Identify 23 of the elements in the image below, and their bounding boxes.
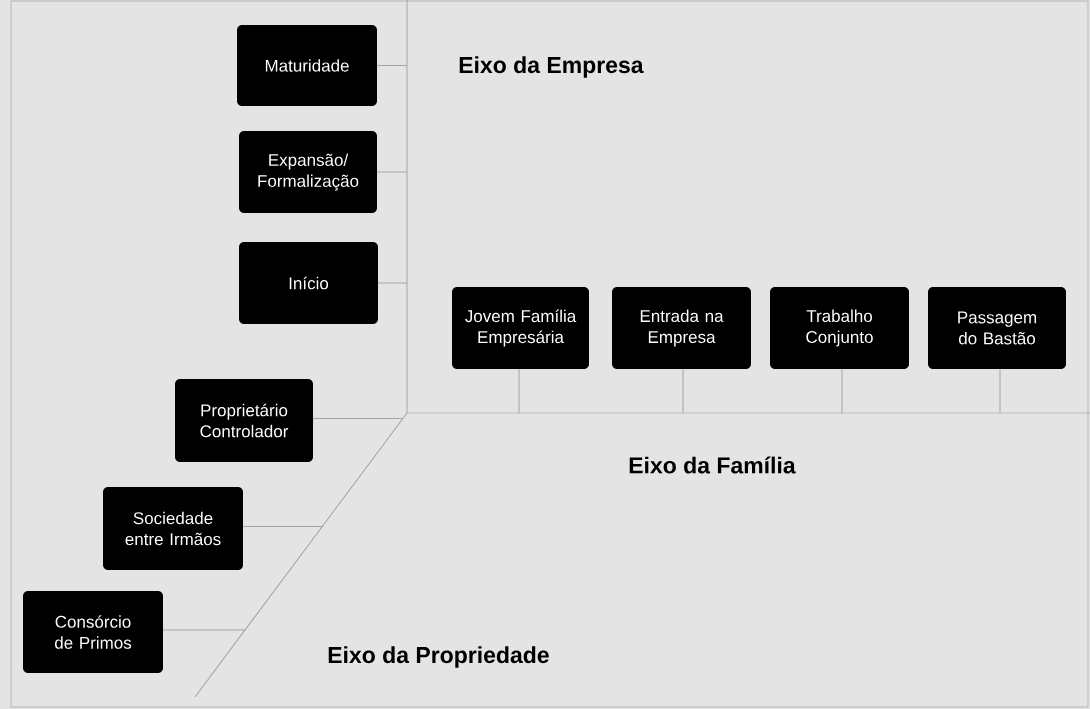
stage-box: Sociedade entre Irmãos [103,487,243,570]
stage-box: Trabalho Conjunto [770,287,909,369]
stage-box: Início [239,242,378,324]
tick-line [841,368,843,414]
tick-line [377,282,408,284]
tick-line [682,368,684,414]
stage-box: Consórcio de Primos [23,591,163,673]
stage-box: Maturidade [237,25,377,106]
stage-box: Entrada na Empresa [612,287,751,369]
tick-line [518,368,520,414]
tick-line [376,65,408,66]
axis-title: Eixo da Empresa [459,56,644,78]
tick-line [376,171,408,173]
axis-title: Eixo da Família [629,456,796,474]
tick-line [242,526,323,527]
axis-title: Eixo da Propriedade [328,646,549,668]
stage-box: Passagem do Bastão [928,287,1066,369]
stage-box: Proprietário Controlador [175,379,313,462]
stage-box: Jovem Família Empresária [452,287,589,369]
tick-line [162,629,246,631]
stage-box: Expansão/ Formalização [239,131,377,213]
tick-line [312,418,404,419]
tick-line [999,368,1001,414]
